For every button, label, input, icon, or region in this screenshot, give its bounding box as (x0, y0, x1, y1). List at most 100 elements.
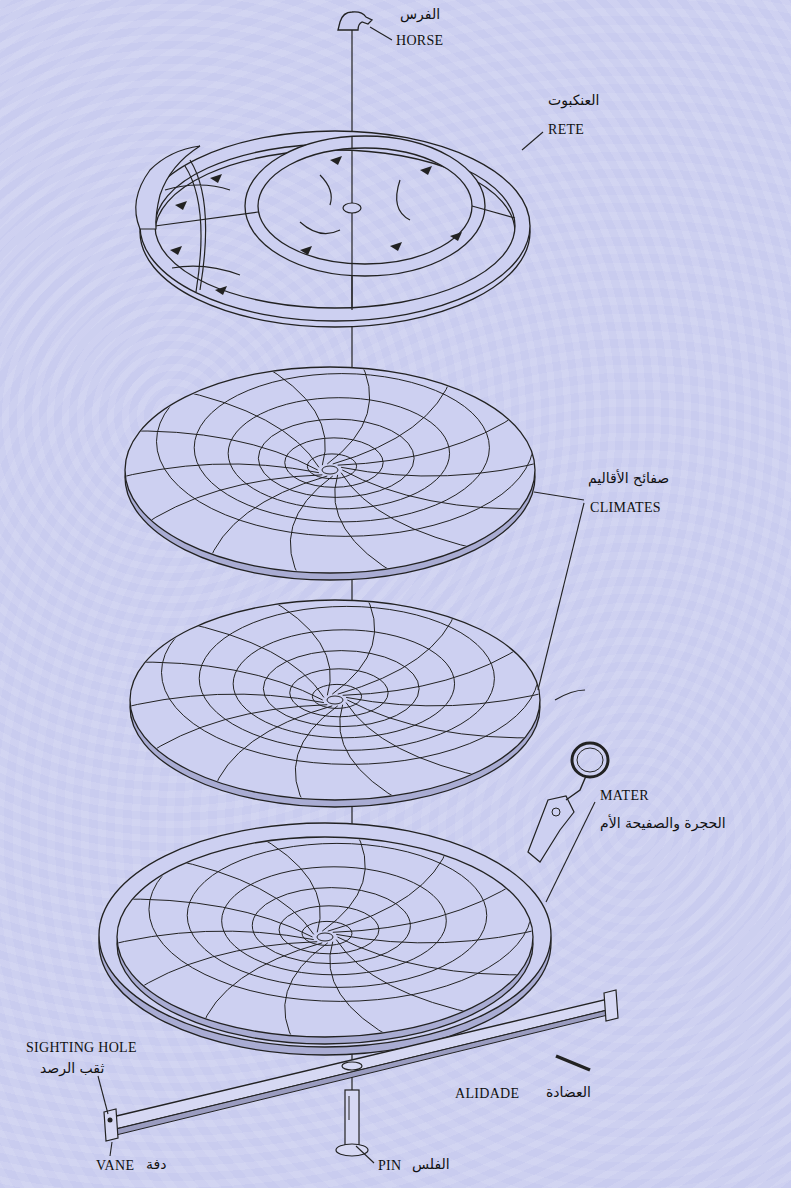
azimuth-line (97, 931, 313, 948)
azimuth-line (333, 375, 453, 464)
part-label: CLIMATES (590, 500, 661, 516)
almucantar-line (285, 438, 383, 487)
azimuth-line (327, 358, 369, 464)
azimuth-line (165, 858, 313, 934)
azimuth-line (340, 705, 407, 805)
plate-face (130, 600, 540, 800)
part-label: الحجرة والصفيحة الأم (600, 815, 726, 831)
azimuth-line (295, 706, 337, 809)
rete-arc (185, 166, 201, 292)
azimuth-line (178, 621, 324, 697)
almucantar-line (263, 651, 419, 727)
alidade-bar (104, 990, 618, 1141)
star-pointer (210, 174, 222, 183)
rete-horn (136, 146, 200, 229)
climate-plate (111, 580, 560, 809)
plate-lines (106, 347, 555, 583)
azimuth-line (130, 942, 318, 995)
star-pointer (215, 286, 227, 295)
leader-line (534, 492, 584, 500)
leader-line (538, 503, 584, 690)
part-label: RETE (548, 122, 584, 138)
azimuth-line (341, 459, 554, 476)
leader-line (522, 132, 543, 150)
azimuth-line (290, 476, 332, 582)
star-pointer (450, 232, 462, 241)
star-pointer (390, 242, 402, 251)
ecliptic-ring (245, 136, 485, 276)
almucantar-line (156, 347, 533, 537)
center-hole (322, 466, 338, 474)
almucantar-line (233, 630, 454, 738)
plate-lines (97, 817, 552, 1046)
azimuth-line (328, 845, 450, 931)
leader-line (110, 1142, 112, 1156)
star-pointer (330, 156, 342, 165)
part-label: صفائح الأقاليم (588, 470, 669, 486)
part-label: MATER (600, 788, 649, 804)
suspension-ring (577, 748, 603, 772)
azimuth-line (142, 705, 327, 758)
azimuth-line (111, 694, 324, 711)
plate-face (125, 367, 535, 573)
star-pointer (420, 166, 432, 175)
part-label: العنكبوت (548, 92, 600, 108)
azimuth-line (252, 833, 320, 933)
almucantar-line (279, 906, 379, 954)
azimuth-line (258, 363, 325, 466)
leader-line (370, 27, 392, 40)
azimuth-line (212, 706, 332, 792)
suspension-ring (572, 743, 608, 777)
sighting-hole (108, 1118, 113, 1123)
center-hole (327, 696, 343, 704)
vane-symbol (104, 1109, 118, 1141)
almucantar-line (222, 867, 447, 975)
azimuth-line (332, 591, 374, 694)
azimuth-line (201, 943, 323, 1029)
azimuth-line (333, 880, 521, 933)
pin-symbol (345, 1090, 359, 1146)
part-label: العضادة (546, 1084, 591, 1100)
part-label: PIN (378, 1158, 401, 1174)
rete-tracery (155, 136, 515, 310)
alidade-edge (112, 1008, 616, 1136)
azimuth-line (110, 899, 312, 937)
azimuth-line (338, 411, 523, 465)
leader-line (556, 1056, 590, 1070)
azimuth-line (336, 926, 552, 943)
azimuth-line (338, 608, 458, 694)
azimuth-line (330, 942, 398, 1042)
plate-face (117, 837, 533, 1037)
rete-arc (300, 175, 410, 234)
shackle (566, 776, 586, 800)
azimuth-line (346, 689, 559, 706)
pin-slot (349, 1096, 350, 1120)
leader-line (98, 1076, 108, 1114)
azimuth-line (335, 475, 402, 578)
center-hole (317, 933, 333, 941)
azimuth-line (341, 473, 487, 552)
throne-rivet (552, 808, 560, 816)
azimuth-line (123, 662, 323, 700)
part-label: الفلس (412, 1156, 450, 1172)
climate-plate (106, 347, 555, 583)
part-label: ALIDADE (455, 1086, 519, 1102)
almucantar-line (252, 888, 410, 964)
azimuth-line (346, 703, 492, 779)
pin-head (336, 1144, 368, 1156)
leader-line (546, 802, 595, 902)
rete-arc (165, 160, 240, 290)
part-label: ثقب الرصد (40, 1060, 104, 1076)
part-label: HORSE (396, 33, 443, 49)
azimuth-line (336, 940, 484, 1016)
azimuth-line (173, 389, 319, 468)
vane-symbol (604, 990, 618, 1021)
leader-lines (98, 27, 595, 1163)
almucantar-line (161, 580, 538, 764)
rete (136, 131, 530, 327)
star-pointer (170, 246, 182, 255)
part-label: VANE (96, 1158, 134, 1174)
azimuth-line (263, 596, 330, 696)
plate-lines (111, 580, 560, 809)
azimuth-line (322, 828, 365, 931)
